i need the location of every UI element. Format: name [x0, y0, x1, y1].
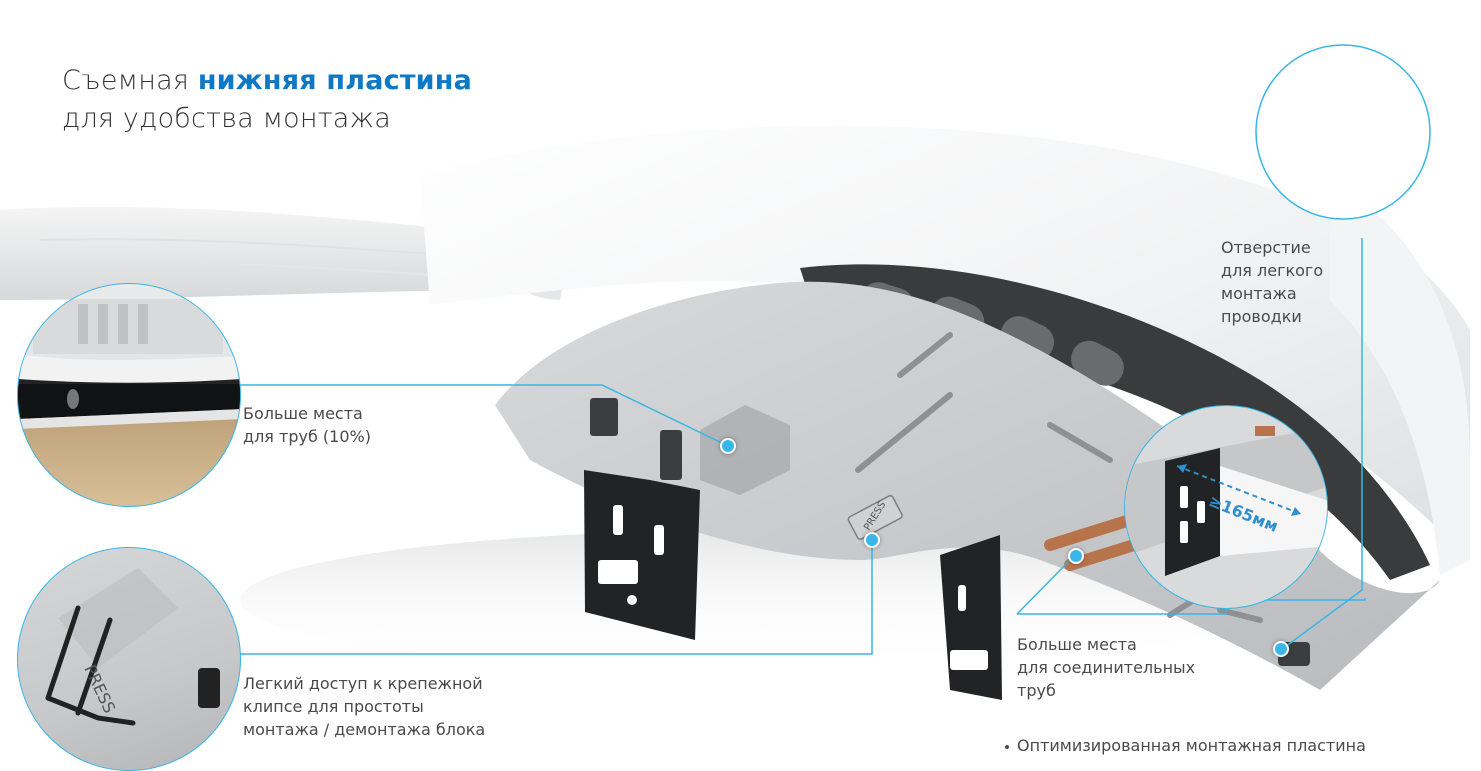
callout-wiring-hole: Отверстие для легкого монтажа проводки: [1221, 236, 1323, 328]
callout-connecting-line-1: Больше места: [1017, 635, 1137, 654]
footnote-text: Оптимизированная монтажная пластина: [1017, 736, 1366, 755]
hotspot-wiring-hole[interactable]: [1273, 641, 1289, 657]
callout-clip-line-2: клипсе для простоты: [243, 697, 424, 716]
callout-pipe-space: Больше места для труб (10%): [243, 402, 371, 448]
pipe-space-lens: [17, 283, 241, 507]
title-prefix: Съемная: [62, 65, 198, 96]
title-line-2: для удобства монтажа: [62, 103, 391, 134]
callout-connecting-line-3: труб: [1017, 681, 1056, 700]
callout-wiring-line-4: проводки: [1221, 307, 1302, 326]
callout-clip-line-1: Легкий доступ к крепежной: [243, 674, 483, 693]
callout-pipe-space-line-1: Больше места: [243, 404, 363, 423]
callout-clip-line-3: монтажа / демонтажа блока: [243, 720, 486, 739]
bullet-icon: [1005, 744, 1009, 749]
callout-wiring-line-3: монтажа: [1221, 284, 1297, 303]
callout-clip-access: Легкий доступ к крепежной клипсе для про…: [243, 672, 485, 741]
press-clip-lens: PRESS: [17, 547, 241, 771]
callout-wiring-line-2: для легкого: [1221, 261, 1324, 280]
callout-pipe-space-line-2: для труб (10%): [243, 427, 371, 446]
callout-connecting-line-2: для соединительных: [1017, 658, 1196, 677]
page-title: Съемная нижняя пластина для удобства мон…: [62, 62, 472, 138]
distance-lens: ≥165мм: [1124, 405, 1328, 609]
callout-connecting-pipes: Больше места для соединительных труб: [1017, 633, 1195, 702]
hotspot-connecting-pipes[interactable]: [1068, 548, 1084, 564]
title-line-1: Съемная нижняя пластина: [62, 62, 472, 100]
hotspot-clip[interactable]: [864, 532, 880, 548]
hotspot-pipe-space[interactable]: [720, 438, 736, 454]
footnote: Оптимизированная монтажная пластина: [1005, 734, 1366, 757]
title-highlight: нижняя пластина: [197, 65, 473, 96]
callout-wiring-line-1: Отверстие: [1221, 238, 1311, 257]
